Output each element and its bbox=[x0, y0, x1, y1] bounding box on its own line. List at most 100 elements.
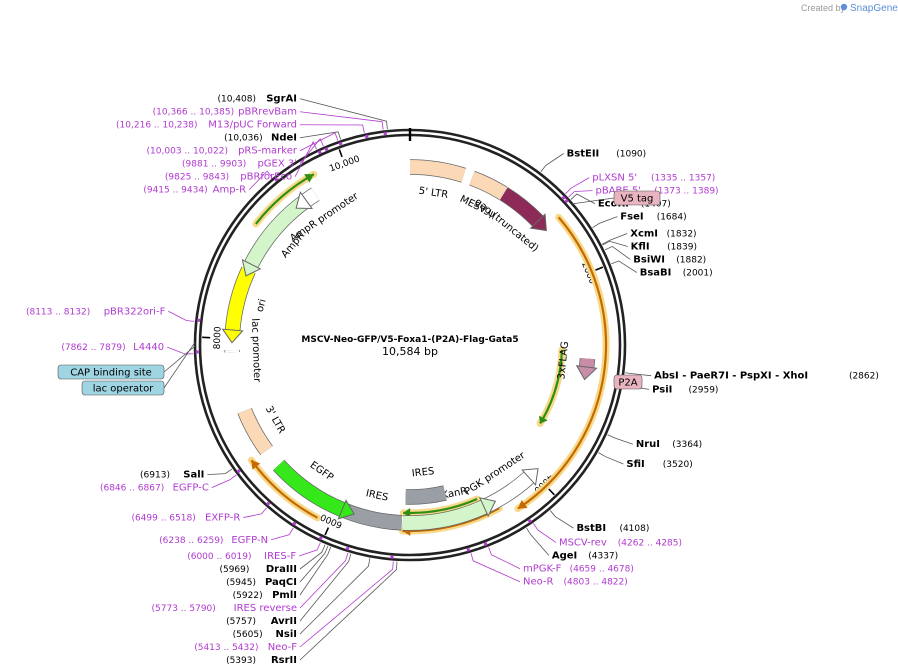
leader-line bbox=[533, 523, 557, 543]
primer-marker bbox=[345, 546, 350, 551]
feature-ires[interactable]: IRES bbox=[405, 466, 447, 505]
primer-marker bbox=[317, 150, 322, 155]
leader-line bbox=[299, 544, 326, 570]
svg-text:(6499 .. 6518): (6499 .. 6518) bbox=[131, 514, 195, 524]
leader-line bbox=[299, 124, 365, 133]
svg-text:(10,216 .. 10,238): (10,216 .. 10,238) bbox=[116, 121, 197, 131]
svg-text:BstBI: BstBI bbox=[576, 523, 606, 534]
site-psii[interactable]: PsiI(2959) bbox=[652, 384, 718, 395]
site-paqci[interactable]: PaqCI(5945) bbox=[226, 577, 297, 588]
site-rsrii[interactable]: RsrII(5393) bbox=[226, 655, 297, 666]
site-ndei[interactable]: NdeI(10,036) bbox=[224, 133, 297, 144]
svg-text:(3520): (3520) bbox=[663, 460, 693, 470]
leader-line bbox=[540, 153, 564, 173]
svg-text:(4803 .. 4822): (4803 .. 4822) bbox=[564, 578, 628, 588]
site-bsabi[interactable]: BsaBI(2001) bbox=[640, 267, 713, 278]
site-sgrai[interactable]: SgrAI(10,408) bbox=[217, 94, 297, 105]
primer-l4440[interactable]: L4440(7862 .. 7879) bbox=[61, 342, 164, 353]
primer-mpgk-f[interactable]: mPGK-F(4659 .. 4678) bbox=[523, 564, 634, 575]
site-agei[interactable]: AgeI (4337) bbox=[552, 550, 618, 561]
orf-arc[interactable] bbox=[539, 349, 564, 425]
site-fsei[interactable]: FseI(1684) bbox=[620, 212, 686, 223]
primer-egfp-n[interactable]: EGFP-N(6238 .. 6259) bbox=[159, 535, 268, 546]
feature-3xflag[interactable]: 3xFLAG bbox=[556, 341, 598, 381]
primer-plxsn-5[interactable]: pLXSN 5'(1335 .. 1357) bbox=[592, 173, 715, 184]
primer-mscv-rev[interactable]: MSCV-rev(4262 .. 4285) bbox=[559, 537, 682, 548]
primer-marker bbox=[324, 147, 329, 152]
svg-text:(8113 .. 8132): (8113 .. 8132) bbox=[26, 307, 90, 317]
leader-layer bbox=[163, 98, 652, 661]
site-avrii[interactable]: AvrII(5757) bbox=[226, 616, 297, 627]
primer-m13-puc-forward[interactable]: M13/pUC Forward(10,216 .. 10,238) bbox=[116, 120, 297, 131]
site-draiii[interactable]: DraIII(5969) bbox=[219, 564, 297, 575]
svg-text:IRES-F: IRES-F bbox=[264, 551, 296, 562]
svg-text:CAP binding site: CAP binding site bbox=[70, 368, 152, 379]
feature-label: IRES bbox=[411, 466, 435, 479]
primer-ires-f[interactable]: IRES-F(6000 .. 6019) bbox=[187, 551, 296, 562]
site-pmli[interactable]: PmlI(5922) bbox=[233, 590, 297, 601]
leader-line bbox=[604, 245, 631, 260]
feature-ori[interactable]: ori bbox=[221, 266, 269, 344]
site-nsii[interactable]: NsiI(5605) bbox=[233, 629, 297, 640]
svg-text:XcmI: XcmI bbox=[630, 228, 658, 239]
label-layer: BstEII(1090)pLXSN 5'(1335 .. 1357)pBABE … bbox=[26, 94, 879, 666]
svg-text:BsaBI: BsaBI bbox=[640, 267, 672, 278]
feature-3-ltr[interactable]: 3' LTR bbox=[237, 404, 287, 456]
leader-line bbox=[568, 190, 593, 198]
svg-text:MSCV-rev: MSCV-rev bbox=[559, 537, 607, 548]
site-sfii[interactable]: SfiI(3520) bbox=[626, 459, 692, 470]
primer-pbrrevbam[interactable]: pBRrevBam(10,366 .. 10,385) bbox=[153, 107, 297, 118]
boxed-cap-binding-site[interactable]: CAP binding site bbox=[57, 364, 165, 380]
boxed-p2a[interactable]: P2A bbox=[613, 374, 643, 390]
svg-text:DraIII: DraIII bbox=[266, 564, 297, 575]
site-nrui[interactable]: NruI(3364) bbox=[636, 439, 702, 450]
site-kfli[interactable]: KflI(1839) bbox=[631, 241, 697, 252]
primer-pbrforeco[interactable]: pBRforEco(9825 .. 9843) bbox=[165, 172, 292, 183]
primer-prs-marker[interactable]: pRS-marker(10,003 .. 10,022) bbox=[147, 146, 298, 157]
primer-pbr322ori-f[interactable]: pBR322ori-F(8113 .. 8132) bbox=[26, 306, 166, 317]
svg-text:AgeI: AgeI bbox=[552, 550, 577, 561]
primer-pgex-3[interactable]: pGEX 3'(9881 .. 9903) bbox=[182, 159, 297, 170]
site-bsteii[interactable]: BstEII(1090) bbox=[567, 149, 647, 160]
credit-text: Created by bbox=[801, 3, 846, 13]
snapgene-logo-icon bbox=[840, 3, 848, 11]
svg-text:(10,036): (10,036) bbox=[224, 134, 263, 144]
leader-line bbox=[299, 552, 349, 609]
feature-lac-promoter[interactable]: lac promoter bbox=[224, 318, 262, 383]
feature-ires[interactable]: IRES bbox=[340, 488, 403, 531]
primer-amp-r[interactable]: Amp-R(9415 .. 9434) bbox=[143, 185, 246, 196]
site-absi-paer7i-pspxi-xhoi[interactable]: AbsI - PaeR7I - PspXI - XhoI(2862) bbox=[654, 371, 879, 382]
primer-ires-reverse[interactable]: IRES reverse(5773 .. 5790) bbox=[152, 603, 297, 614]
svg-text:(5413 .. 5432): (5413 .. 5432) bbox=[194, 643, 258, 653]
site-sali[interactable]: SalI(6913) bbox=[140, 470, 204, 481]
primer-exfp-r[interactable]: EXFP-R(6499 .. 6518) bbox=[131, 513, 240, 524]
site-xcmi[interactable]: XcmI(1832) bbox=[630, 228, 696, 239]
feature-egfp[interactable]: EGFP bbox=[272, 460, 355, 520]
primer-marker bbox=[466, 547, 471, 552]
site-bstbi[interactable]: BstBI(4108) bbox=[576, 523, 649, 534]
orf-arc[interactable] bbox=[517, 216, 608, 510]
feature-ampr-promoter[interactable]: AmpR promoter bbox=[288, 187, 361, 244]
orf-arrowhead bbox=[304, 174, 314, 183]
leader-line bbox=[299, 111, 384, 130]
credit-brand: SnapGene bbox=[850, 3, 898, 14]
primer-egfp-c[interactable]: EGFP-C(6846 .. 6867) bbox=[100, 483, 209, 494]
feature-5-ltr[interactable]: 5' LTR bbox=[409, 159, 466, 201]
orf-arc[interactable] bbox=[402, 507, 500, 533]
tick-label: 10,000 bbox=[328, 154, 361, 174]
svg-text:(4337): (4337) bbox=[588, 551, 618, 561]
leader-line bbox=[298, 542, 321, 557]
site-bsiwi[interactable]: BsiWI(1882) bbox=[633, 254, 706, 265]
svg-text:(2959): (2959) bbox=[689, 385, 719, 395]
svg-text:lac operator: lac operator bbox=[93, 384, 154, 395]
boxed-v5-tag[interactable]: V5 tag bbox=[613, 190, 661, 206]
primer-neo-r[interactable]: Neo-R(4803 .. 4822) bbox=[523, 577, 628, 588]
boxed-lac-operator[interactable]: lac operator bbox=[81, 380, 165, 396]
leader-line bbox=[625, 372, 652, 377]
svg-text:pGEX 3': pGEX 3' bbox=[257, 159, 297, 170]
svg-text:BstEII: BstEII bbox=[567, 149, 600, 160]
feature-gag-truncated[interactable]: gag (truncated) bbox=[472, 187, 547, 255]
leader-line bbox=[168, 310, 195, 322]
leader-line bbox=[488, 547, 521, 570]
primer-neo-f[interactable]: Neo-F(5413 .. 5432) bbox=[194, 642, 297, 653]
